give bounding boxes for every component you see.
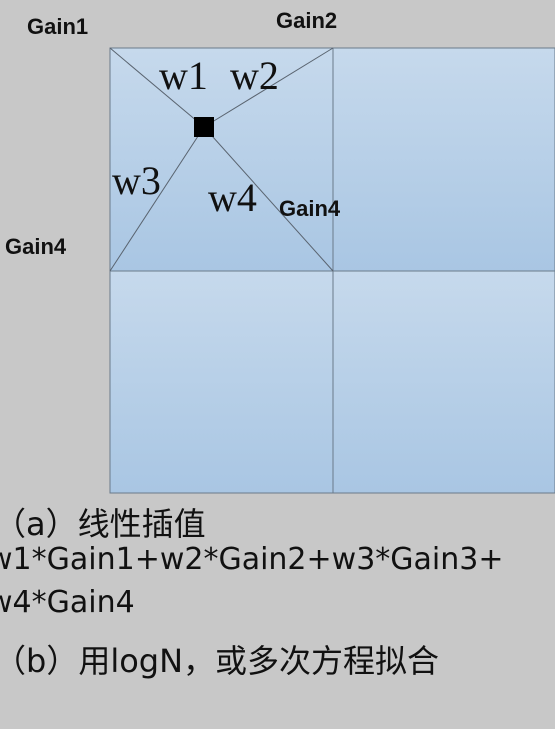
weight-line-w4 bbox=[203, 126, 334, 272]
caption-formula-line1: w1*Gain1+w2*Gain2+w3*Gain3+ bbox=[0, 542, 504, 577]
caption-a: （a）线性插值 bbox=[0, 505, 206, 543]
label-gain-inner: Gain4 bbox=[279, 196, 341, 221]
label-gain2: Gain2 bbox=[276, 8, 338, 33]
weight-line-w2 bbox=[203, 47, 334, 128]
weight-line-w3 bbox=[109, 126, 205, 272]
grid-cell-bottom-right bbox=[332, 270, 555, 494]
grid-cell-top-left bbox=[109, 47, 334, 272]
weight-line-w1 bbox=[109, 47, 205, 128]
grid-cell-bottom-left bbox=[109, 270, 334, 494]
label-gain1: Gain1 bbox=[27, 14, 89, 39]
grid-cell-top-right bbox=[332, 47, 555, 272]
label-w1: w1 bbox=[159, 53, 208, 98]
label-w2: w2 bbox=[230, 53, 279, 98]
label-w3: w3 bbox=[112, 158, 161, 203]
caption-formula-line2: w4*Gain4 bbox=[0, 585, 135, 620]
label-w4: w4 bbox=[208, 175, 257, 220]
interpolation-point bbox=[194, 117, 214, 137]
label-gain-left: Gain4 bbox=[5, 234, 67, 259]
caption-b: （b）用logN，或多次方程拟合 bbox=[0, 642, 440, 680]
